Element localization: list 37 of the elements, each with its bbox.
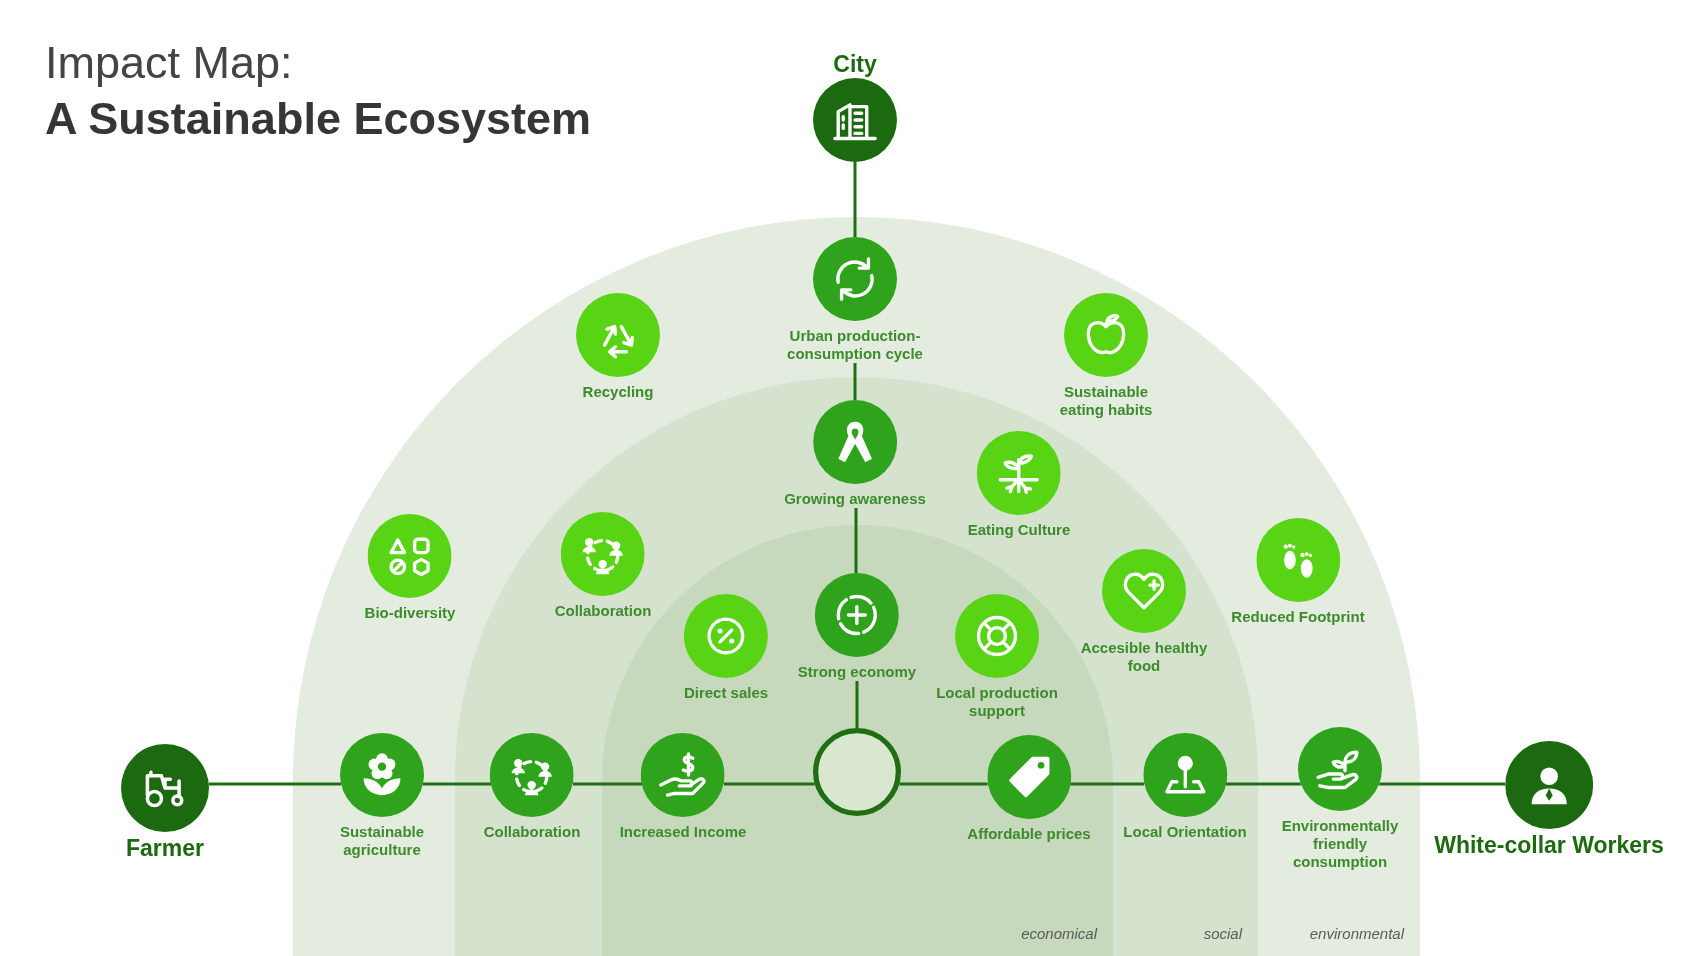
connector-line	[724, 782, 815, 786]
connector-line	[855, 681, 859, 728]
connector-line	[423, 782, 491, 786]
connector-line	[208, 782, 341, 786]
node-label: Eating Culture	[967, 521, 1071, 539]
node-label: Affordable prices	[967, 825, 1091, 843]
connector-line	[1070, 782, 1144, 786]
node-label: Recycling	[582, 383, 654, 401]
node-label: Local production support	[935, 684, 1059, 720]
node-label: Local Orientation	[1123, 823, 1247, 841]
node-label: Environmentally friendly consumption	[1280, 817, 1400, 871]
node-label: Bio-diversity	[364, 604, 456, 622]
node-label: Collaboration	[483, 823, 581, 841]
node-label: Direct sales	[683, 684, 769, 702]
connector-line	[853, 162, 857, 237]
node-label: White-collar Workers	[1434, 832, 1664, 859]
band-label: social	[1203, 925, 1242, 942]
node-label: Farmer	[126, 835, 204, 862]
node-label: Sustainable agriculture	[338, 823, 426, 859]
connector-line	[899, 782, 988, 786]
connector-line	[1379, 782, 1505, 786]
node-label: Urban production-consumption cycle	[786, 327, 924, 363]
node-label: Increased Income	[619, 823, 747, 841]
band-label: economical	[1021, 925, 1097, 942]
node-label: Collaboration	[554, 602, 652, 620]
connector-line	[573, 782, 642, 786]
node-label: Growing awareness	[784, 490, 926, 508]
connector-line	[1226, 782, 1301, 786]
node-label: Strong economy	[797, 663, 917, 681]
connector-line	[854, 508, 858, 573]
connector-line	[853, 363, 857, 400]
node-label: Sustainable eating habits	[1058, 383, 1154, 419]
node-label: Accesible healthy food	[1079, 639, 1209, 675]
band-label: environmental	[1309, 925, 1404, 942]
node-label: City	[833, 51, 877, 78]
node-label: Reduced Footprint	[1231, 608, 1365, 626]
title: Impact Map: A Sustainable Ecosystem	[45, 36, 592, 146]
